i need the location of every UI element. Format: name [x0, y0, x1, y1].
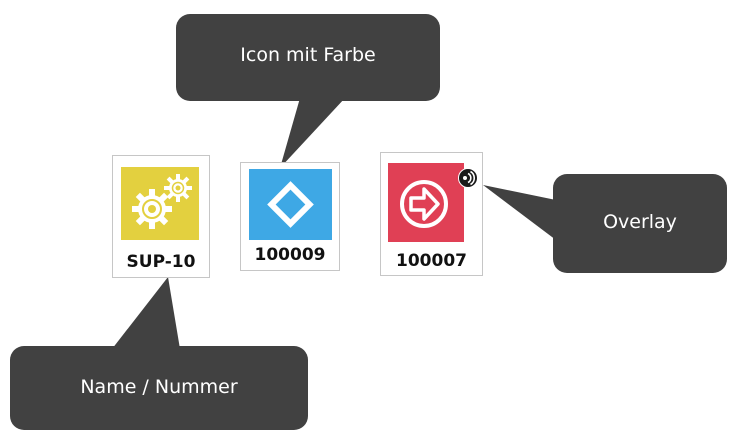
callout-icon-color-text: Icon mit Farbe: [240, 44, 376, 66]
item-label: SUP-10: [126, 252, 196, 272]
item-label: 100007: [396, 251, 467, 271]
callout-overlay: [483, 174, 727, 273]
item-card-sup-10[interactable]: SUP-10: [112, 155, 210, 278]
callout-icon-color: [176, 14, 440, 168]
item-tile: [249, 169, 332, 240]
item-card-100007[interactable]: 100007: [380, 152, 483, 276]
arrow-right-circle-icon: [400, 180, 448, 228]
callout-overlay-text: Overlay: [603, 211, 677, 233]
item-tile: [388, 163, 464, 242]
overlay-badge: [458, 168, 478, 188]
callout-name-number-text: Name / Nummer: [80, 376, 238, 398]
item-card-100009[interactable]: 100009: [240, 162, 340, 271]
item-label: 100009: [254, 245, 326, 265]
gears-icon: [132, 174, 192, 229]
sound-waves-icon: [463, 170, 475, 186]
callout-name-number: [10, 277, 308, 430]
item-tile: [121, 167, 199, 240]
diamond-icon: [267, 181, 314, 228]
